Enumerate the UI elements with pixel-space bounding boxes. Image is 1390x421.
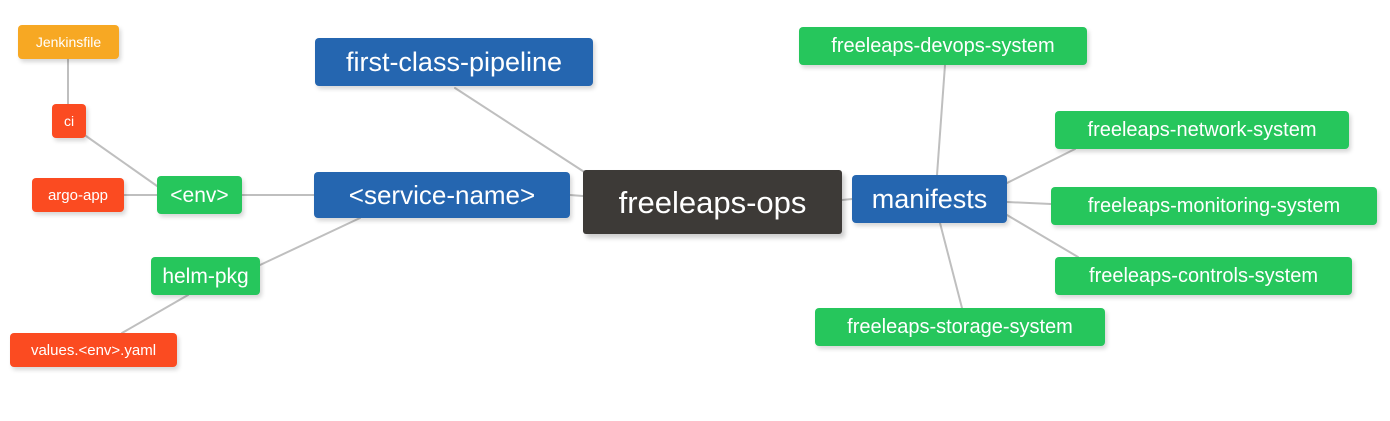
edge-manifests-to-freeleaps-monitoring-system	[1006, 201, 1052, 205]
node-jenkinsfile[interactable]: Jenkinsfile	[18, 25, 119, 59]
node-manifests[interactable]: manifests	[852, 175, 1007, 223]
node-service-name[interactable]: <service-name>	[314, 172, 570, 218]
node-label-manifests: manifests	[871, 183, 988, 214]
node-label-service-name: <service-name>	[348, 180, 536, 210]
node-label-freeleaps-devops-system: freeleaps-devops-system	[831, 35, 1055, 57]
node-helm-pkg[interactable]: helm-pkg	[151, 257, 260, 295]
node-label-helm-pkg: helm-pkg	[162, 264, 249, 288]
node-label-freeleaps-network-system: freeleaps-network-system	[1087, 119, 1317, 141]
node-label-ci: ci	[63, 113, 75, 129]
node-freeleaps-controls-system[interactable]: freeleaps-controls-system	[1055, 257, 1352, 295]
node-first-class-pipeline[interactable]: first-class-pipeline	[315, 38, 593, 86]
node-freeleaps-devops-system[interactable]: freeleaps-devops-system	[799, 27, 1087, 65]
node-env[interactable]: <env>	[157, 176, 242, 214]
edge-service-name-to-helm-pkg	[259, 217, 361, 266]
node-values-yaml[interactable]: values.<env>.yaml	[10, 333, 177, 367]
edge-freeleaps-ops-to-manifests	[841, 198, 853, 201]
edge-manifests-to-freeleaps-devops-system	[936, 64, 946, 176]
edge-freeleaps-ops-to-first-class-pipeline	[454, 87, 593, 178]
node-label-argo-app: argo-app	[47, 186, 109, 204]
node-label-freeleaps-storage-system: freeleaps-storage-system	[847, 316, 1073, 338]
node-freeleaps-network-system[interactable]: freeleaps-network-system	[1055, 111, 1349, 149]
edge-freeleaps-ops-to-service-name	[569, 194, 584, 197]
node-label-jenkinsfile: Jenkinsfile	[35, 34, 102, 50]
node-freeleaps-ops[interactable]: freeleaps-ops	[583, 170, 842, 234]
node-label-freeleaps-ops: freeleaps-ops	[618, 184, 807, 220]
node-label-freeleaps-monitoring-system: freeleaps-monitoring-system	[1087, 195, 1341, 217]
edge-manifests-to-freeleaps-storage-system	[939, 222, 963, 309]
node-label-first-class-pipeline: first-class-pipeline	[345, 46, 563, 77]
node-label-freeleaps-controls-system: freeleaps-controls-system	[1089, 265, 1318, 287]
node-argo-app[interactable]: argo-app	[32, 178, 124, 212]
node-ci[interactable]: ci	[52, 104, 86, 138]
node-label-env: <env>	[170, 183, 229, 207]
node-label-values-yaml: values.<env>.yaml	[30, 341, 157, 359]
node-freeleaps-storage-system[interactable]: freeleaps-storage-system	[815, 308, 1105, 346]
node-freeleaps-monitoring-system[interactable]: freeleaps-monitoring-system	[1051, 187, 1377, 225]
edge-manifests-to-freeleaps-network-system	[1006, 148, 1076, 184]
edge-helm-pkg-to-values-yaml	[121, 294, 189, 334]
